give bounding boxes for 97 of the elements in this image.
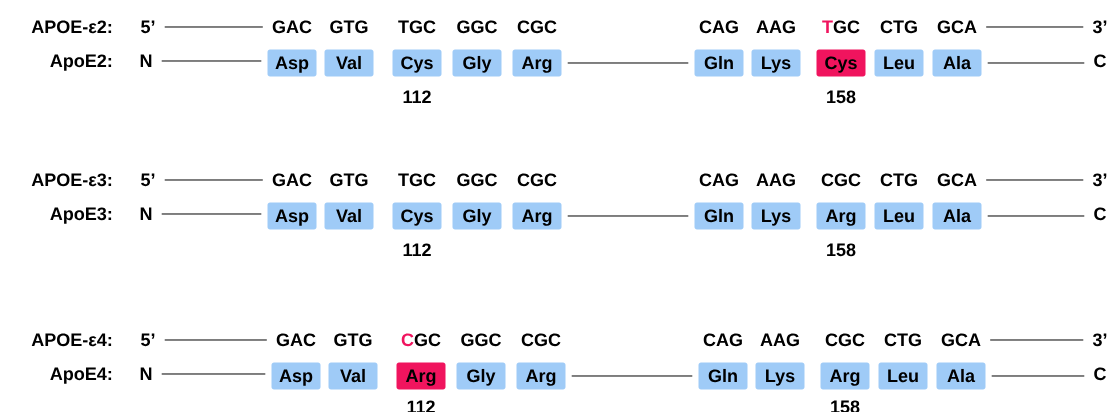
amino-acid-box: Lys xyxy=(751,202,801,230)
protein-label: ApoE3: xyxy=(50,207,112,224)
position-number: 158 xyxy=(827,243,856,257)
amino-acid-box: Ala xyxy=(932,49,982,77)
amino-acid-box: Arg xyxy=(816,202,866,230)
connector-line xyxy=(571,375,693,377)
codon-text: CAG xyxy=(703,333,742,347)
amino-acid-box: Asp xyxy=(271,362,321,390)
gene-label: APOE-ε4: xyxy=(31,333,112,347)
amino-acid-box: Lys xyxy=(751,49,801,77)
codon-text: GAC xyxy=(272,20,312,34)
codon-text: CTG xyxy=(880,20,917,34)
codon-text: CGC xyxy=(401,333,441,347)
connector-line xyxy=(991,375,1085,377)
amino-acid-box: Gly xyxy=(452,49,502,77)
connector-line xyxy=(164,26,264,28)
codon-text: CTG xyxy=(880,173,917,187)
amino-acid-box: Leu xyxy=(874,49,924,77)
terminus-label: N xyxy=(140,207,152,220)
connector-line xyxy=(987,215,1085,217)
connector-line xyxy=(989,339,1084,341)
codon-text: CAG xyxy=(699,173,738,187)
connector-line xyxy=(164,339,268,341)
codon-text: CGC xyxy=(521,333,561,347)
amino-acid-box: Cys xyxy=(816,49,866,77)
amino-acid-box: Val xyxy=(324,202,374,230)
terminus-label: N xyxy=(140,54,152,67)
terminus-label: C xyxy=(1094,207,1106,221)
strand-end-label: 5’ xyxy=(141,173,155,187)
codon-text: GGC xyxy=(461,333,502,347)
codon-text: AAG xyxy=(756,20,795,34)
terminus-label: C xyxy=(1094,54,1106,68)
connector-line xyxy=(987,62,1085,64)
connector-line xyxy=(985,179,1084,181)
amino-acid-box: Arg xyxy=(512,49,562,77)
codon-text: GGC xyxy=(457,20,498,34)
amino-acid-box: Lys xyxy=(755,362,805,390)
amino-acid-box: Gln xyxy=(694,202,744,230)
codon-text: TGC xyxy=(398,20,436,34)
amino-acid-box: Arg xyxy=(516,362,566,390)
position-number: 158 xyxy=(827,90,856,104)
codon-text: TGC xyxy=(822,20,860,34)
amino-acid-box: Cys xyxy=(392,202,442,230)
codon-text: CGC xyxy=(517,173,557,187)
amino-acid-box: Leu xyxy=(874,202,924,230)
amino-acid-box: Arg xyxy=(512,202,562,230)
connector-line xyxy=(161,213,262,215)
codon-text: GCA xyxy=(937,173,977,187)
terminus-label: N xyxy=(140,367,152,380)
amino-acid-box: Asp xyxy=(267,49,317,77)
codon-text: GTG xyxy=(330,20,368,34)
amino-acid-box: Arg xyxy=(820,362,870,390)
connector-line xyxy=(985,26,1084,28)
codon-text: CTG xyxy=(884,333,921,347)
codon-text: GAC xyxy=(276,333,316,347)
codon-text: AAG xyxy=(760,333,799,347)
codon-text: GTG xyxy=(330,173,368,187)
amino-acid-box: Leu xyxy=(878,362,928,390)
codon-text: CGC xyxy=(825,333,865,347)
gene-label: APOE-ε2: xyxy=(31,20,112,34)
gene-label: APOE-ε3: xyxy=(31,173,112,187)
codon-text: GGC xyxy=(457,173,498,187)
protein-label: ApoE2: xyxy=(50,54,112,71)
amino-acid-box: Cys xyxy=(392,49,442,77)
amino-acid-box: Gln xyxy=(694,49,744,77)
connector-line xyxy=(164,179,264,181)
codon-text: AAG xyxy=(756,173,795,187)
position-number: 112 xyxy=(403,90,431,103)
connector-line xyxy=(567,215,689,217)
amino-acid-box: Gly xyxy=(456,362,506,390)
codon-text: GCA xyxy=(937,20,977,34)
connector-line xyxy=(161,60,262,62)
protein-label: ApoE4: xyxy=(50,367,112,384)
strand-end-label: 3’ xyxy=(1092,333,1107,347)
codon-text: GCA xyxy=(941,333,981,347)
strand-end-label: 5’ xyxy=(141,20,155,34)
amino-acid-box: Asp xyxy=(267,202,317,230)
amino-acid-box: Gln xyxy=(698,362,748,390)
amino-acid-box: Val xyxy=(324,49,374,77)
codon-text: CAG xyxy=(699,20,738,34)
terminus-label: C xyxy=(1094,367,1106,381)
codon-text: TGC xyxy=(398,173,436,187)
codon-text: CGC xyxy=(821,173,861,187)
amino-acid-box: Arg xyxy=(396,362,446,390)
strand-end-label: 5’ xyxy=(141,333,155,347)
connector-line xyxy=(567,62,689,64)
strand-end-label: 3’ xyxy=(1092,173,1107,187)
amino-acid-box: Gly xyxy=(452,202,502,230)
codon-text: GTG xyxy=(334,333,372,347)
strand-end-label: 3’ xyxy=(1092,20,1107,34)
amino-acid-box: Ala xyxy=(932,202,982,230)
codon-text: CGC xyxy=(517,20,557,34)
amino-acid-box: Val xyxy=(328,362,378,390)
connector-line xyxy=(161,373,266,375)
amino-acid-box: Ala xyxy=(936,362,986,390)
position-number: 112 xyxy=(403,243,431,256)
codon-text: GAC xyxy=(272,173,312,187)
